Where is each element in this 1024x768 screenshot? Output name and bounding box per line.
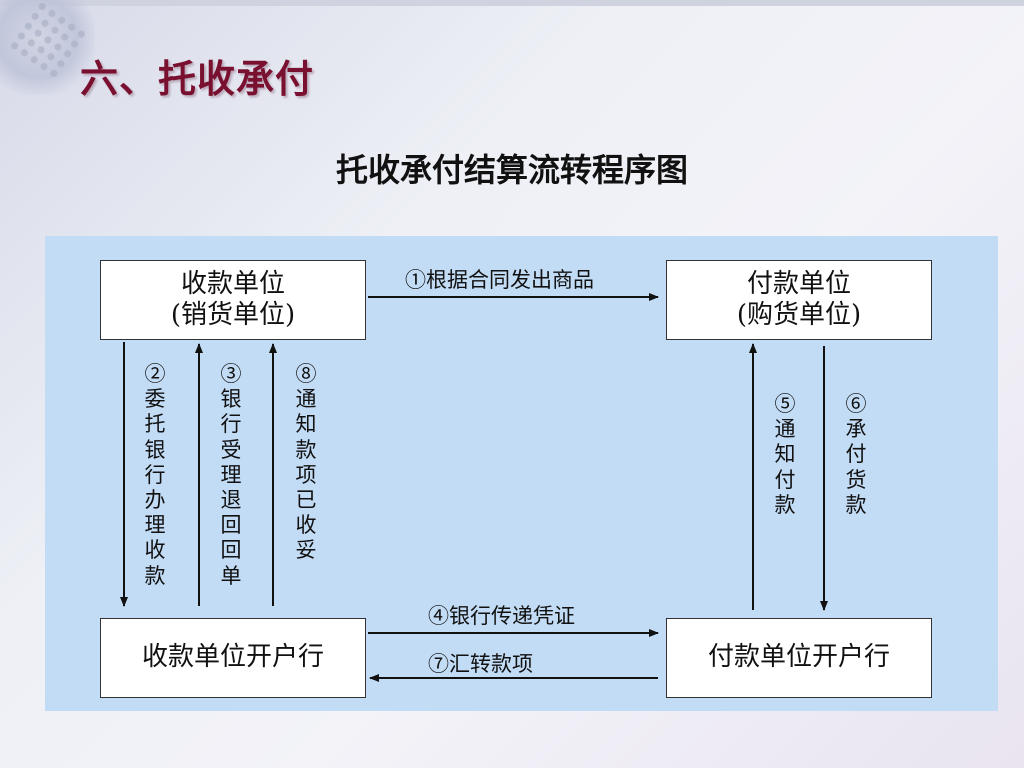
- payee-role: (销货单位): [170, 300, 296, 330]
- step-2-label: ②委托银行办理收款: [144, 362, 166, 588]
- step-6-label: ⑥承付货款: [845, 392, 867, 517]
- payer-bank-name: 付款单位开户行: [707, 642, 890, 673]
- payee-name: 收款单位: [180, 268, 285, 299]
- slide-heading: 六、托收承付: [80, 56, 315, 101]
- step-7-label: ⑦汇转款项: [428, 652, 533, 676]
- payer-name: 付款单位: [746, 268, 851, 299]
- calculator-decoration: [0, 0, 95, 95]
- payee-box: 收款单位 (销货单位): [100, 260, 366, 340]
- payer-bank-box: 付款单位开户行: [666, 618, 932, 698]
- step-3-label: ③银行受理退回回单: [220, 362, 242, 588]
- payee-bank-box: 收款单位开户行: [100, 618, 366, 698]
- step-8-label: ⑧通知款项已收妥: [295, 362, 317, 563]
- top-border: [0, 0, 1024, 6]
- step-1-label: ①根据合同发出商品: [405, 268, 594, 292]
- step-4-label: ④银行传递凭证: [428, 604, 575, 628]
- payee-bank-name: 收款单位开户行: [141, 642, 324, 673]
- diagram-title: 托收承付结算流转程序图: [335, 151, 688, 189]
- step-5-label: ⑤通知付款: [774, 392, 796, 517]
- payer-box: 付款单位 (购货单位): [666, 260, 932, 340]
- payer-role: (购货单位): [736, 300, 862, 330]
